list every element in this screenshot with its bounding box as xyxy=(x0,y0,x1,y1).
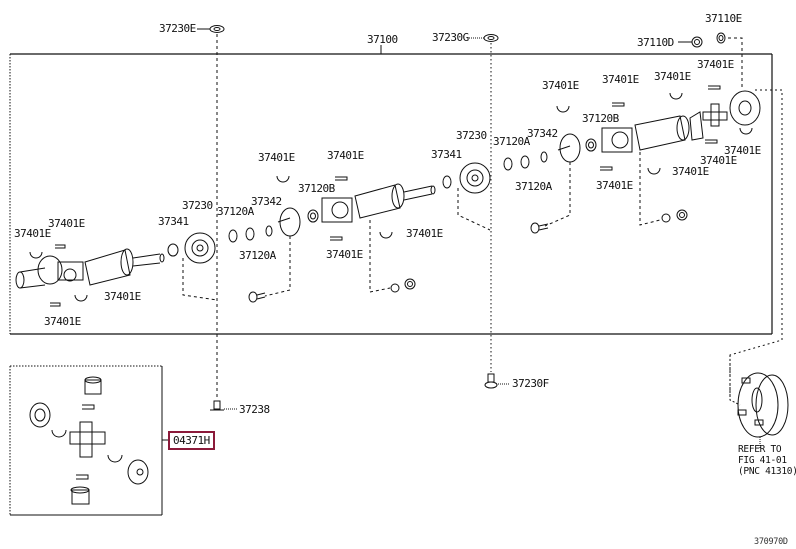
part-label-37230F[interactable]: 37230F xyxy=(512,377,549,390)
part-label-37401E[interactable]: 37401E xyxy=(602,73,639,86)
part-label-37100[interactable]: 37100 xyxy=(367,33,398,46)
mid-shaft-section xyxy=(264,183,436,297)
rear-flange xyxy=(729,90,761,126)
part-label-37230G[interactable]: 37230G xyxy=(432,31,469,44)
universal-joint-kit xyxy=(29,376,149,505)
part-label-37401E[interactable]: 37401E xyxy=(596,179,633,192)
snap-rings xyxy=(29,85,753,307)
part-label-37120A[interactable]: 37120A xyxy=(217,205,254,218)
bolt-lower-right xyxy=(530,222,549,234)
front-shaft-section xyxy=(15,248,165,289)
companion-flange xyxy=(729,355,789,448)
ring-37120A xyxy=(228,229,238,243)
part-label-37342[interactable]: 37342 xyxy=(251,195,282,208)
part-label-37401E[interactable]: 37401E xyxy=(104,290,141,303)
part-label-37401E[interactable]: 37401E xyxy=(406,227,443,240)
part-label-37230[interactable]: 37230 xyxy=(182,199,213,212)
part-label-37120B[interactable]: 37120B xyxy=(298,182,335,195)
rear-shaft-section xyxy=(544,111,704,227)
ring-37342 xyxy=(265,225,273,237)
center-bearing-37230-left xyxy=(167,232,218,301)
center-bearing-37230-right xyxy=(442,162,491,231)
ring-37120A xyxy=(245,227,255,241)
part-label-37401E[interactable]: 37401E xyxy=(258,151,295,164)
highlighted-part-04371H[interactable]: 04371H xyxy=(168,431,215,450)
ring-37120A xyxy=(503,157,513,171)
part-label-37401E[interactable]: 37401E xyxy=(654,70,691,83)
washer-37230E xyxy=(209,25,225,33)
part-label-37401E[interactable]: 37401E xyxy=(44,315,81,328)
part-label-37341[interactable]: 37341 xyxy=(158,215,189,228)
ring-37120A xyxy=(520,155,530,169)
part-label-37401E[interactable]: 37401E xyxy=(724,144,761,157)
part-label-37401E[interactable]: 37401E xyxy=(14,227,51,240)
part-label-37341[interactable]: 37341 xyxy=(431,148,462,161)
part-label-37401E[interactable]: 37401E xyxy=(672,165,709,178)
part-label-37110D[interactable]: 37110D xyxy=(637,36,674,49)
bolt-lower-left xyxy=(248,291,266,303)
part-label-37230[interactable]: 37230 xyxy=(456,129,487,142)
part-label-37230E[interactable]: 37230E xyxy=(159,22,196,35)
reference-note[interactable]: REFER TO FIG 41-01 (PNC 41310) xyxy=(738,444,796,477)
part-label-37120A[interactable]: 37120A xyxy=(493,135,530,148)
part-label-37401E[interactable]: 37401E xyxy=(697,58,734,71)
part-label-37401E[interactable]: 37401E xyxy=(327,149,364,162)
part-label-37120B[interactable]: 37120B xyxy=(582,112,619,125)
washer-37110E xyxy=(716,32,726,44)
bolt-37238 xyxy=(210,400,238,411)
nut xyxy=(390,283,400,293)
washer-37230G xyxy=(483,34,499,42)
part-label-37342[interactable]: 37342 xyxy=(527,127,558,140)
part-label-37238[interactable]: 37238 xyxy=(239,403,270,416)
spider-joint-right xyxy=(702,103,728,127)
figure-code: 370970D xyxy=(754,537,788,547)
part-label-37401E[interactable]: 37401E xyxy=(700,154,737,167)
part-label-37120A[interactable]: 37120A xyxy=(515,180,552,193)
part-label-37401E[interactable]: 37401E xyxy=(326,248,363,261)
nut xyxy=(661,213,671,223)
part-label-37401E[interactable]: 37401E xyxy=(48,217,85,230)
nut xyxy=(676,209,688,221)
bolt-37230F xyxy=(484,373,510,389)
nut-37110D xyxy=(691,36,703,48)
part-label-37401E[interactable]: 37401E xyxy=(542,79,579,92)
ring-37342 xyxy=(540,151,548,163)
nut xyxy=(404,278,416,290)
part-label-37110E[interactable]: 37110E xyxy=(705,12,742,25)
part-label-37120A[interactable]: 37120A xyxy=(239,249,276,262)
